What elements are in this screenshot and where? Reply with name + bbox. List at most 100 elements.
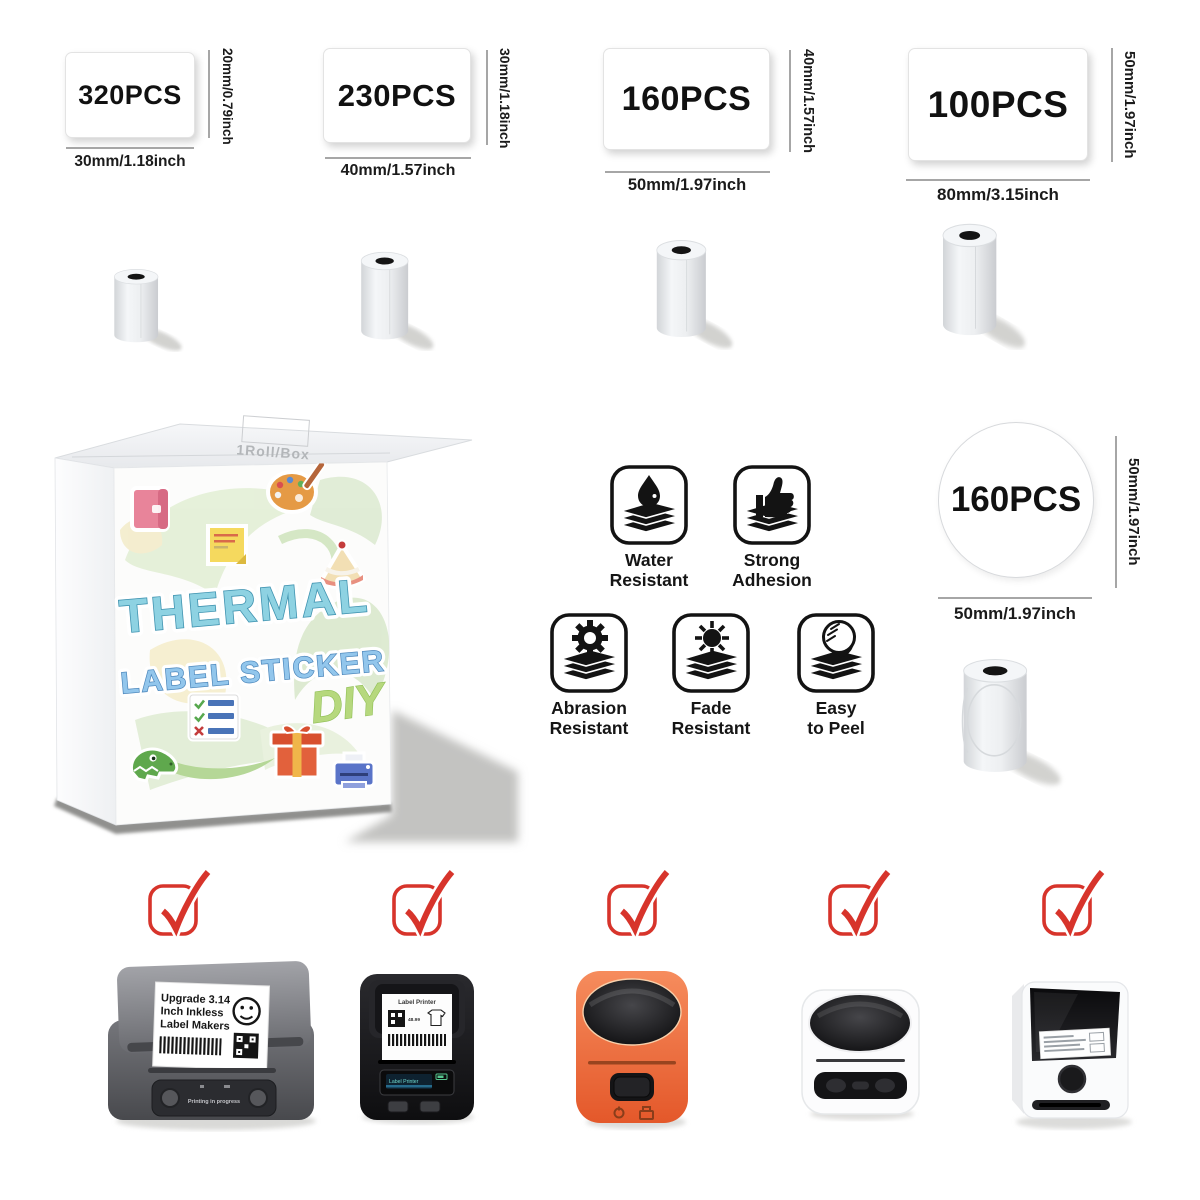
size-card-pcs: 160PCS [621,79,752,118]
printed-label: Upgrade 3.14 Inch Inkless Label Makers [152,981,271,1071]
barcode [159,1036,222,1056]
size-card-pcs: 100PCS [927,83,1069,125]
sticker-note [206,524,248,566]
round-width-dimension: 50mm/1.97inch [954,604,1076,623]
sticker-cake [317,539,367,590]
printer-button [875,1078,895,1093]
smiley-icon [232,997,261,1026]
printed-label [1038,1027,1112,1060]
dimension-line [906,179,1090,181]
printer-white-black [1012,981,1132,1129]
gear-icon [572,620,608,656]
dimension-line [1115,436,1117,588]
printer-button [826,1078,846,1093]
box-left-face [54,457,117,826]
screen-text: Label Printer [389,1079,419,1085]
width-dimension: 50mm/1.97inch [627,176,747,194]
battery-icon [435,1073,448,1080]
thumbs-up-icon [756,477,794,518]
qr-code [232,1032,259,1059]
dimension-line [208,50,210,138]
dimension-line [938,597,1092,599]
size-card-160: 160PCS [603,48,770,150]
printer-black: Label Printer 48.99 Label Printer [360,974,474,1124]
dimension-line [789,50,791,152]
printer-lid-window [582,978,682,1046]
dimension-line [325,157,471,159]
height-dimension: 20mm/0.79inch [220,48,235,145]
label-roll-small [102,260,184,352]
round-label-pcs: 160PCS [950,480,1082,519]
label-roll-xlarge [928,210,1028,350]
size-card-pcs: 230PCS [337,77,457,113]
printer-gray: Upgrade 3.14 Inch Inkless Label Makers P… [108,961,316,1130]
checkmark-icon [1042,868,1107,943]
checkmark-icon [828,868,893,943]
sticker-dinosaur [129,747,179,783]
printer-button [419,1100,441,1113]
size-card-pcs: 320PCS [78,79,182,110]
barcode [388,1034,446,1046]
dimension-line [605,171,770,173]
checkmark-icon [607,868,672,943]
panel-text: Printing in progress [188,1099,240,1105]
svg-text:Inch Inkless: Inch Inkless [160,1005,223,1019]
print-icon [639,1106,654,1120]
size-card-230: 230PCS [323,48,471,143]
box-title-diy: DIY [307,673,391,733]
printer-button [248,1088,268,1108]
svg-text:Label Printer: Label Printer [398,999,436,1006]
sun-icon [695,621,729,655]
sticker-printer [332,751,376,790]
height-dimension: 40mm/1.57inch [800,49,816,153]
sticker-notebook [130,486,170,532]
width-dimension: 30mm/1.18inch [74,153,186,170]
svg-text:Upgrade 3.14: Upgrade 3.14 [161,992,231,1006]
box-lid-text: 1Roll/Box [236,441,311,462]
label-slot [588,1061,676,1065]
width-dimension: 40mm/1.57inch [340,162,456,179]
control-panel [151,1079,277,1117]
peel-icon [822,620,856,658]
shirt-icon [427,1009,446,1027]
sticker-checklist [187,692,241,742]
size-card-100: 100PCS [908,48,1088,161]
qr-code [388,1010,405,1027]
feature-abrasion-resistant [550,613,628,693]
printed-label: Label Printer 48.99 [382,994,452,1060]
size-card-320: 320PCS [65,52,195,138]
feature-water-resistant [610,465,688,545]
svg-text:48.99: 48.99 [408,1017,420,1023]
dimension-line [1111,48,1113,162]
label-roll-medium [348,241,436,351]
label-slot [816,1059,905,1062]
printer-lid-window [808,993,912,1053]
height-dimension: 30mm/1.18inch [497,48,513,149]
sticker-gift [269,724,325,779]
feature-fade-resistant [672,613,750,693]
feature-easy-to-peel [797,613,875,693]
printer-button [160,1088,180,1108]
printer-button [387,1100,409,1113]
round-height-dimension: 50mm/1.97inch [1125,458,1142,566]
sticker-palette [266,462,332,514]
label-roll-large [643,228,735,350]
water-drop-icon [638,475,660,507]
printer-orange [576,971,688,1129]
product-box: 1Roll/Box [54,415,518,842]
checkmark-icon [392,868,457,943]
svg-text:Label Makers: Label Makers [160,1018,230,1032]
round-label-card: 160PCS [938,422,1094,578]
round-label-roll [961,658,1061,785]
printer-white [801,989,920,1120]
printer-button [1057,1064,1087,1094]
feature-strong-adhesion [733,465,811,545]
box-shadow [345,710,518,842]
power-icon [613,1106,625,1119]
width-dimension: 80mm/3.15inch [937,185,1059,204]
